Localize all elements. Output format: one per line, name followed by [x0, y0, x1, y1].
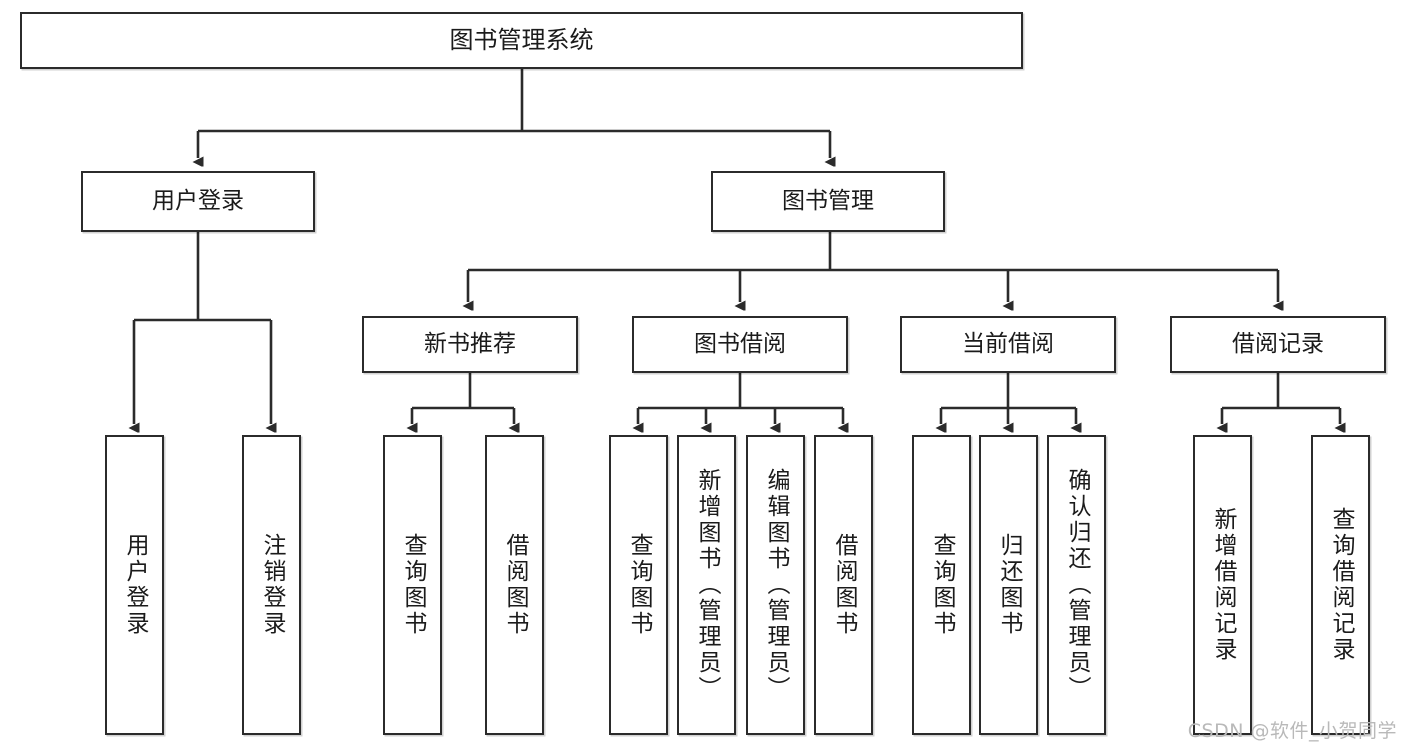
node-book-borrow[interactable]: 图书借阅: [632, 316, 848, 373]
leaf-add-borrow-record[interactable]: 新增借阅记录: [1193, 435, 1252, 735]
leaf-borrow-book-2[interactable]: 借阅图书: [814, 435, 873, 735]
leaf-add-book-label: 新增图书（管理员）: [694, 468, 720, 702]
leaf-add-borrow-record-label: 新增借阅记录: [1210, 507, 1236, 663]
leaf-return-book[interactable]: 归还图书: [979, 435, 1038, 735]
node-new-book-recommend[interactable]: 新书推荐: [362, 316, 578, 373]
leaf-query-book-3[interactable]: 查询图书: [912, 435, 971, 735]
leaf-logout-login-label: 注销登录: [259, 533, 285, 637]
node-borrow-record-label: 借阅记录: [1232, 330, 1324, 357]
leaf-query-book-2-label: 查询图书: [626, 533, 652, 637]
leaf-edit-book[interactable]: 编辑图书（管理员）: [746, 435, 805, 735]
node-new-book-recommend-label: 新书推荐: [424, 330, 516, 357]
node-user-login[interactable]: 用户登录: [81, 171, 315, 232]
leaf-query-book-3-label: 查询图书: [929, 533, 955, 637]
leaf-confirm-return-label: 确认归还（管理员）: [1064, 468, 1090, 702]
node-borrow-record[interactable]: 借阅记录: [1170, 316, 1386, 373]
leaf-query-book-1-label: 查询图书: [400, 533, 426, 637]
node-root-label: 图书管理系统: [449, 26, 594, 55]
node-book-manage-label: 图书管理: [782, 187, 874, 214]
node-book-borrow-label: 图书借阅: [694, 330, 786, 357]
leaf-add-book[interactable]: 新增图书（管理员）: [677, 435, 736, 735]
node-current-borrow-label: 当前借阅: [962, 330, 1054, 357]
leaf-borrow-book-2-label: 借阅图书: [831, 533, 857, 637]
node-current-borrow[interactable]: 当前借阅: [900, 316, 1116, 373]
leaf-logout-login[interactable]: 注销登录: [242, 435, 301, 735]
leaf-user-login-label: 用户登录: [122, 533, 148, 637]
leaf-query-borrow-record[interactable]: 查询借阅记录: [1311, 435, 1370, 735]
leaf-user-login[interactable]: 用户登录: [105, 435, 164, 735]
csdn-watermark: CSDN @软件_小贺同学: [1187, 720, 1397, 742]
leaf-borrow-book-1-label: 借阅图书: [502, 533, 528, 637]
leaf-query-book-1[interactable]: 查询图书: [383, 435, 442, 735]
node-book-manage[interactable]: 图书管理: [711, 171, 945, 232]
leaf-borrow-book-1[interactable]: 借阅图书: [485, 435, 544, 735]
leaf-confirm-return[interactable]: 确认归还（管理员）: [1047, 435, 1106, 735]
leaf-return-book-label: 归还图书: [996, 533, 1022, 637]
node-root[interactable]: 图书管理系统: [20, 12, 1023, 69]
leaf-query-book-2[interactable]: 查询图书: [609, 435, 668, 735]
node-user-login-label: 用户登录: [152, 187, 244, 214]
leaf-query-borrow-record-label: 查询借阅记录: [1328, 507, 1354, 663]
leaf-edit-book-label: 编辑图书（管理员）: [763, 468, 789, 702]
